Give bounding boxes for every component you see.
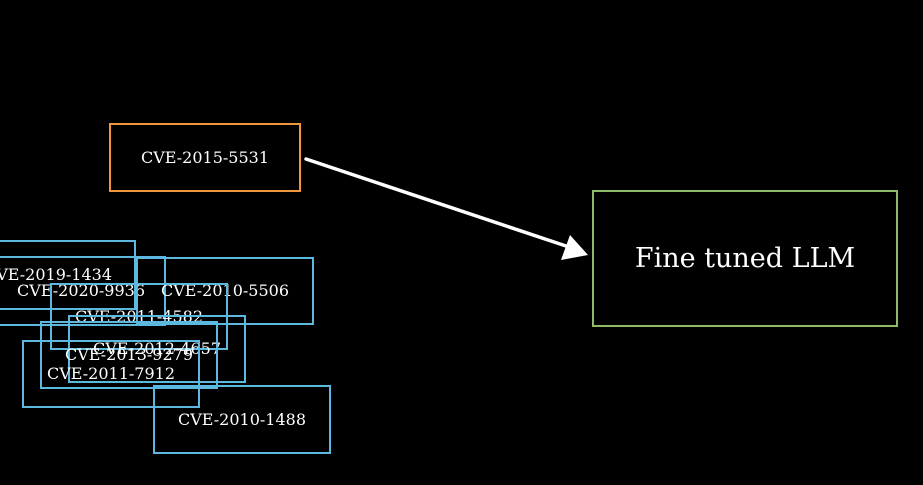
cve-node-2020-9936: CVE-2020-9936 bbox=[0, 256, 166, 326]
cve-node-2010-1488: CVE-2010-1488 bbox=[153, 385, 331, 454]
cve-node-label: CVE-2012-4657 bbox=[92, 339, 222, 358]
cve-node-label: CVE-2013-9279 bbox=[64, 345, 194, 364]
cve-node-2019-1434: CVE-2019-1434 bbox=[0, 240, 136, 310]
model-label: Fine tuned LLM bbox=[634, 243, 856, 274]
cve-node-label: CVE-2010-5506 bbox=[160, 281, 290, 300]
cve-node-label: CVE-2011-7912 bbox=[46, 364, 176, 383]
cve-node-2012-4657: CVE-2012-4657 bbox=[68, 315, 246, 383]
cve-node-label: CVE-2020-9936 bbox=[16, 281, 146, 300]
connector-arrow-line bbox=[304, 157, 568, 248]
input-cve-label: CVE-2015-5531 bbox=[140, 147, 270, 167]
arrowhead-icon bbox=[561, 235, 588, 260]
cve-node-label: CVE-2019-1434 bbox=[0, 265, 113, 284]
cve-node-label: CVE-2010-1488 bbox=[177, 409, 307, 429]
input-cve-node: CVE-2015-5531 bbox=[109, 123, 301, 192]
cve-node-2010-5506: CVE-2010-5506 bbox=[136, 257, 314, 325]
cve-node-2011-7912: CVE-2011-7912 bbox=[22, 340, 200, 408]
cve-node-2013-9279: CVE-2013-9279 bbox=[40, 321, 218, 389]
model-node: Fine tuned LLM bbox=[592, 190, 898, 327]
